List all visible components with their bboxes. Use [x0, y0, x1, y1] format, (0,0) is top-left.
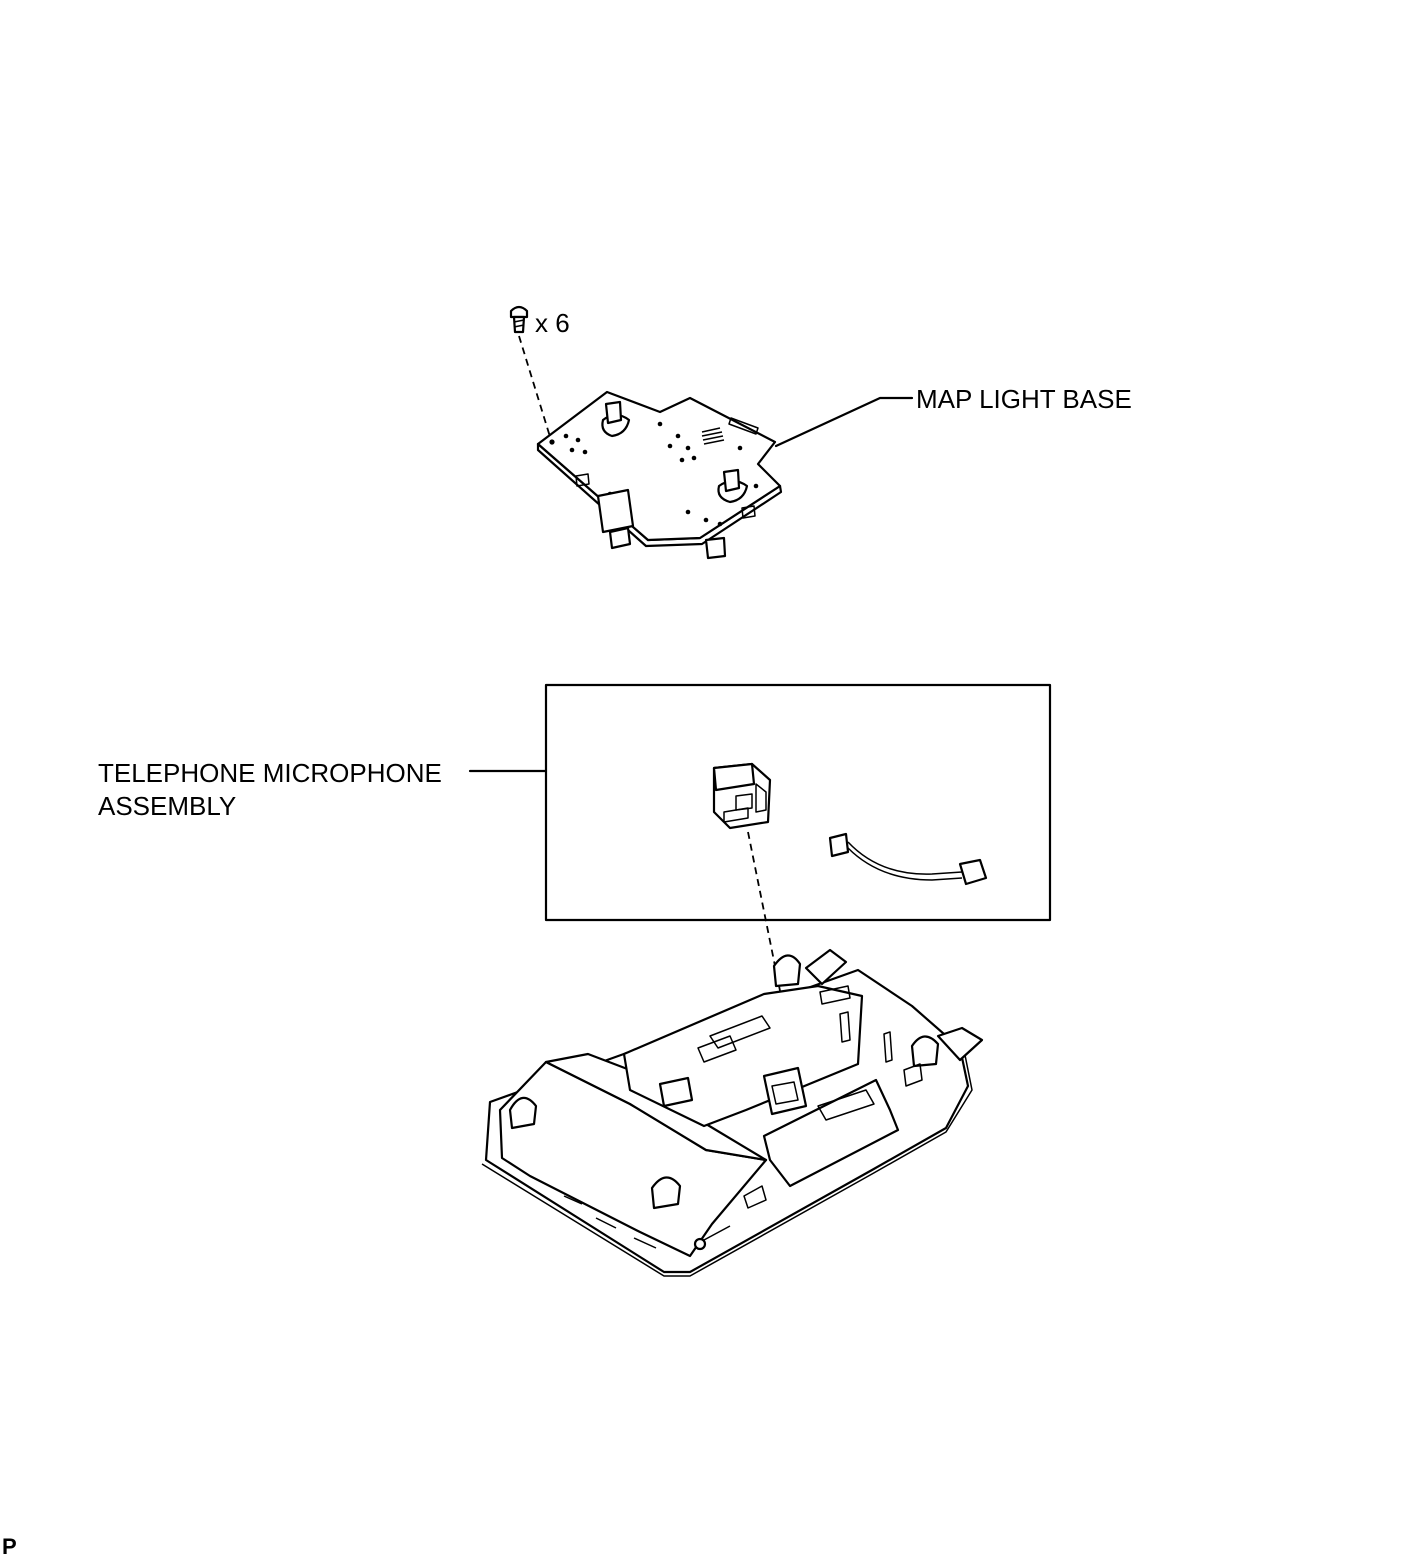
overhead-console-part	[481, 948, 984, 1277]
microphone-wire-harness	[828, 832, 988, 886]
screw-guide-dashed-line	[518, 335, 552, 441]
map-light-base-label: MAP LIGHT BASE	[916, 384, 1132, 414]
screw-quantity-label: x 6	[535, 308, 570, 338]
telephone-microphone-label-line2: ASSEMBLY	[98, 791, 237, 821]
screw-icon	[509, 305, 529, 334]
map-light-base-leader-line	[774, 396, 914, 448]
microphone-unit	[712, 762, 772, 830]
map-light-base-part	[536, 390, 783, 560]
corner-mark: P	[2, 1534, 17, 1559]
telephone-microphone-frame	[544, 683, 1052, 922]
telephone-microphone-label-line1: TELEPHONE MICROPHONE	[98, 758, 442, 788]
